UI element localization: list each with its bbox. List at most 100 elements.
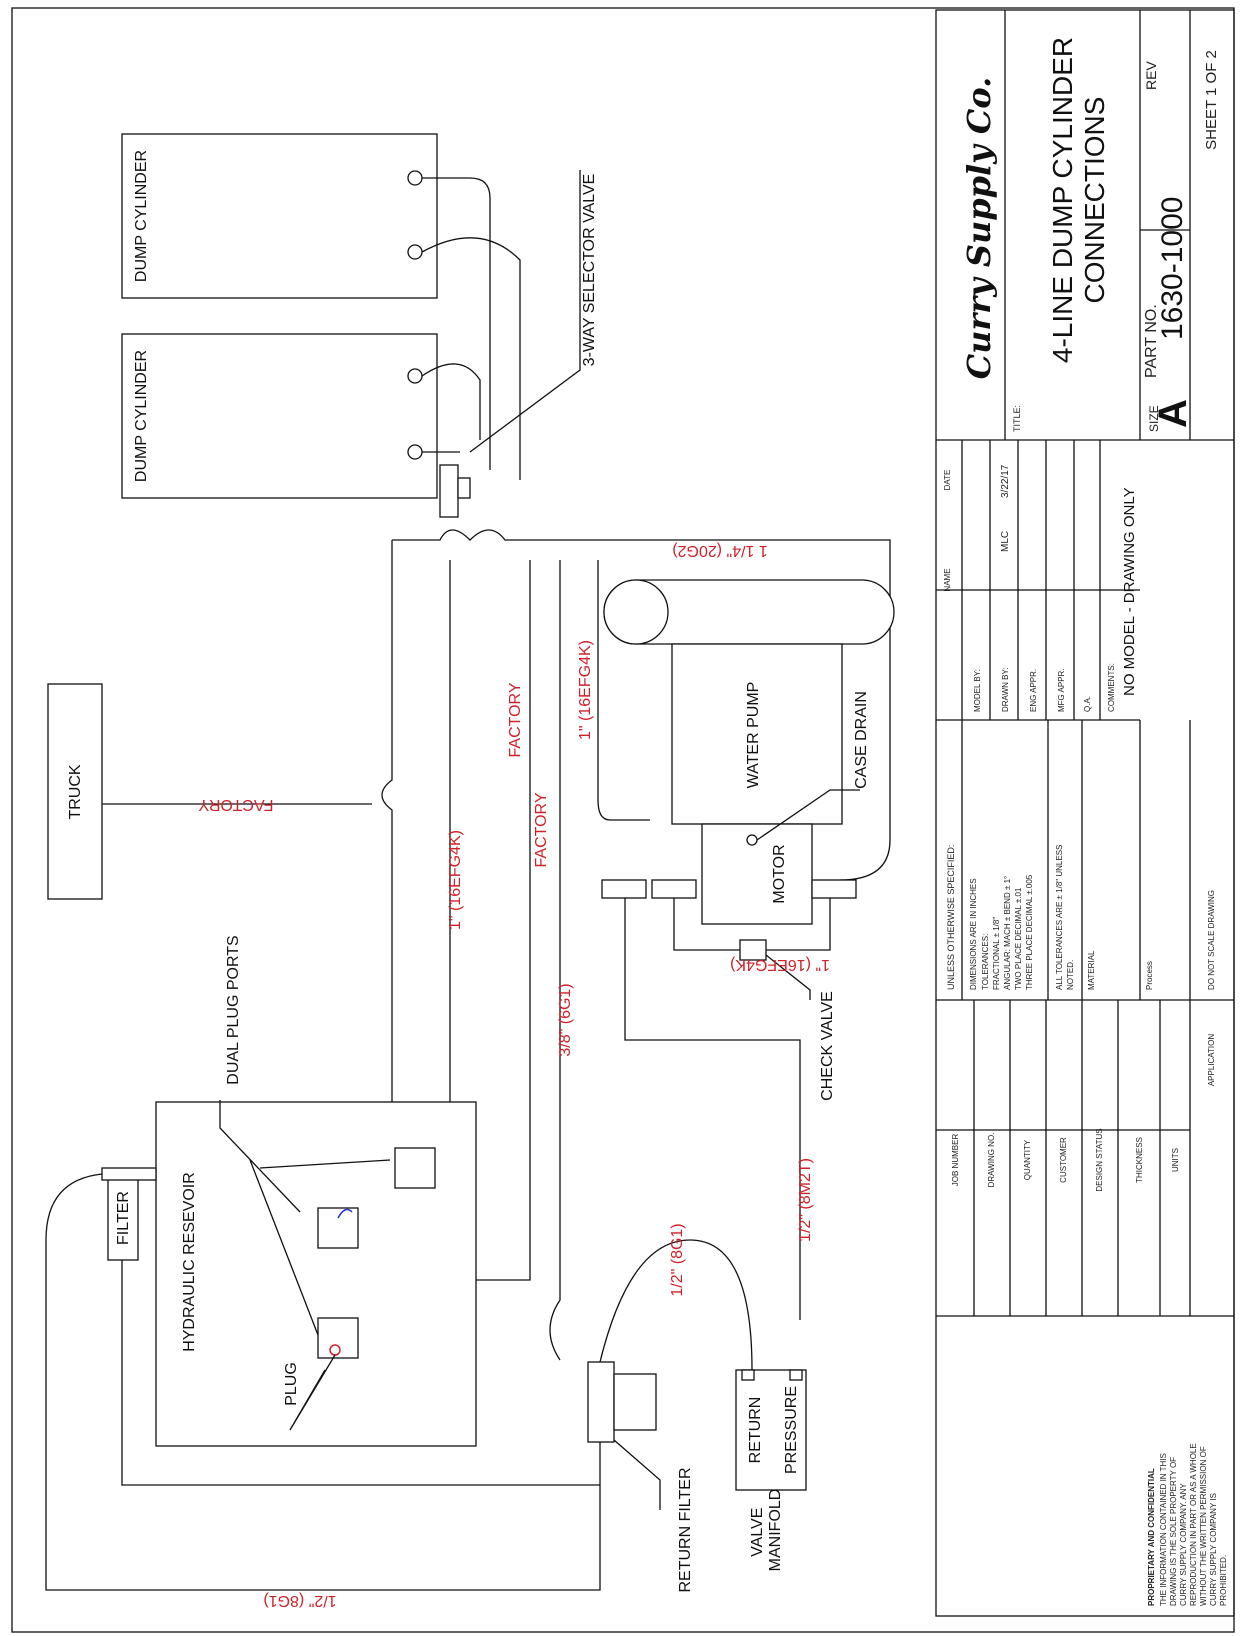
all-tolerances-line-2: NOTED. [1066, 960, 1075, 990]
tolerance-line-6: THREE PLACE DECIMAL ±.005 [1025, 874, 1034, 990]
filter-head [101, 1167, 157, 1181]
tolerance-line-2: TOLERANCES: [981, 934, 990, 990]
valve-manifold [735, 1369, 807, 1491]
comments-value: NO MODEL - DRAWING ONLY [1121, 487, 1138, 696]
units-label: UNITS [1171, 1148, 1180, 1172]
drawing-no-label: DRAWING NO. [987, 1133, 996, 1188]
cylinder-2-port-a [407, 368, 423, 384]
hose-label-1-16efg4k-a: 1" (16EFG4K) [447, 830, 464, 930]
reservoir-port-1 [394, 1147, 436, 1189]
check-valve-leader [765, 954, 811, 1000]
hose-label-factory-1: FACTORY [507, 682, 524, 757]
plug-label: PLUG [283, 1362, 300, 1406]
hose-label-3-8: 3/8" (6G1) [557, 983, 574, 1056]
dump-cylinder-1-label: DUMP CYLINDER [133, 150, 150, 282]
selector-valve-label: 3-WAY SELECTOR VALVE [581, 174, 598, 367]
truck-label: TRUCK [67, 764, 84, 819]
title-line-1: 4-LINE DUMP CYLINDER [1047, 37, 1078, 363]
plug-leader [289, 1354, 336, 1431]
hose-1-2-8g1-top [599, 1239, 753, 1371]
proprietary-line-3: CURRY SUPPLY COMPANY. ANY [1179, 1483, 1188, 1606]
customer-label: CUSTOMER [1059, 1137, 1068, 1183]
valve-manifold-label-line1: VALVE [749, 1508, 766, 1557]
cylinder-2-port-b [407, 444, 423, 460]
rev-label: REV [1143, 61, 1159, 90]
hose-label-truck-factory: FACTORY [198, 796, 273, 813]
dual-plug-ports-label: DUAL PLUG PORTS [225, 935, 242, 1084]
reservoir-port-2 [317, 1207, 359, 1249]
drawn-by-name: MLC [1000, 531, 1011, 552]
tolerance-line-5: TWO PLACE DECIMAL ±.01 [1014, 887, 1023, 990]
all-tolerances-line-1: ALL TOLERANCES ARE ± 1/8" UNLESS [1055, 845, 1064, 990]
case-drain-leader [756, 789, 860, 841]
hose-1-2-8g1-bottom [45, 1173, 601, 1591]
proprietary-line-6: CURRY SUPPLY COMPANY IS [1209, 1493, 1218, 1606]
material-label: MATERIAL [1087, 950, 1096, 990]
check-valve [739, 939, 767, 961]
drawn-by-date: 3/22/17 [1000, 464, 1011, 498]
dump-cylinder-2 [121, 333, 438, 499]
proprietary-line-5: WITHOUT THE WRITTEN PERMISSION OF [1199, 1446, 1208, 1606]
eng-appr-label: ENG APPR. [1029, 669, 1038, 712]
hydraulic-reservoir-label: HYDRAULIC RESEVOIR [181, 1172, 198, 1352]
proprietary-title: PROPRIETARY AND CONFIDENTIAL [1147, 1468, 1156, 1606]
hose-filter-return [121, 1260, 600, 1486]
proprietary-line-1: THE INFORMATION CONTAINED IN THIS [1159, 1453, 1168, 1606]
hose-label-1-2-8m2t: 1/2" (8M2T) [797, 1158, 814, 1242]
cylinder-1-port-b [407, 244, 423, 260]
hose-1-2-8m2t [624, 898, 801, 1320]
pump-fitting-2 [651, 879, 697, 899]
water-pump-label: WATER PUMP [745, 682, 762, 789]
manifold-return-port [741, 1369, 755, 1381]
hose-label-1-1-4: 1 1/4" (20G2) [672, 542, 768, 559]
name-header: NAME [943, 568, 952, 591]
tolerance-line-4: ANGULAR: MACH ± BEND ± 1° [1003, 876, 1012, 990]
size-value: A [1151, 399, 1195, 428]
return-filter-cap [587, 1361, 615, 1443]
proprietary-line-2: DRAWING IS THE SOLE PROPERTY OF [1169, 1457, 1178, 1606]
return-filter [613, 1373, 657, 1431]
case-drain-port [746, 834, 758, 846]
water-pump-tank-end [603, 579, 669, 645]
valve-manifold-label-line2: MANIFOLD [767, 1489, 784, 1572]
motor-label: MOTOR [771, 844, 788, 903]
part-no-value: 1630-1000 [1156, 197, 1189, 340]
hose-cylinder-2-a [421, 363, 481, 440]
pump-fitting-3 [811, 879, 857, 899]
comments-label: COMMENTS: [1107, 663, 1116, 712]
manifold-return-label: RETURN [747, 1397, 764, 1464]
dump-cylinder-1 [121, 133, 438, 299]
mfg-appr-label: MFG APPR. [1057, 668, 1066, 712]
hose-label-1-16efg4k-check: 1" (16EFG4K) [730, 956, 830, 973]
return-filter-leader [613, 1439, 661, 1510]
tolerance-line-3: FRACTIONAL ± 1/8" [992, 917, 1001, 990]
drawn-by-label: DRAWN BY: [1001, 667, 1010, 712]
hose-label-1-16efg4k-b: 1" (16EFG4K) [577, 640, 594, 740]
hose-label-factory-2: FACTORY [533, 792, 550, 867]
check-valve-label: CHECK VALVE [819, 991, 836, 1101]
cylinder-1-port-a [407, 170, 423, 186]
sheet-number: SHEET 1 OF 2 [1203, 50, 1220, 150]
thickness-label: THICKNESS [1135, 1137, 1144, 1183]
part-no-label: PART NO. [1143, 304, 1160, 378]
hose-3-8 [549, 560, 561, 1361]
pump-fitting-1 [601, 879, 647, 899]
hose-1-1-4 [392, 529, 891, 881]
hose-cylinder-1-b [421, 237, 521, 480]
filter [107, 1175, 139, 1261]
date-header: DATE [943, 470, 952, 491]
dual-plug-ports-leader [219, 1100, 391, 1336]
hose-label-1-2-8g1-top: 1/2" (8G1) [669, 1223, 686, 1296]
company-logo: Curry Supply Co. [960, 77, 998, 380]
valve-manifold-label: VALVE MANIFOLD [749, 1489, 784, 1572]
dump-cylinder-2-label: DUMP CYLINDER [133, 350, 150, 482]
qa-label: Q.A. [1083, 696, 1092, 712]
hose-frame-left [381, 540, 393, 1120]
title-block-frame [935, 9, 1235, 1617]
filter-label: FILTER [115, 1191, 132, 1245]
manifold-pressure-label: PRESSURE [783, 1386, 800, 1474]
selector-valve-leader [469, 170, 581, 453]
job-number-label: JOB NUMBER [951, 1134, 960, 1187]
case-drain-label: CASE DRAIN [853, 691, 870, 789]
